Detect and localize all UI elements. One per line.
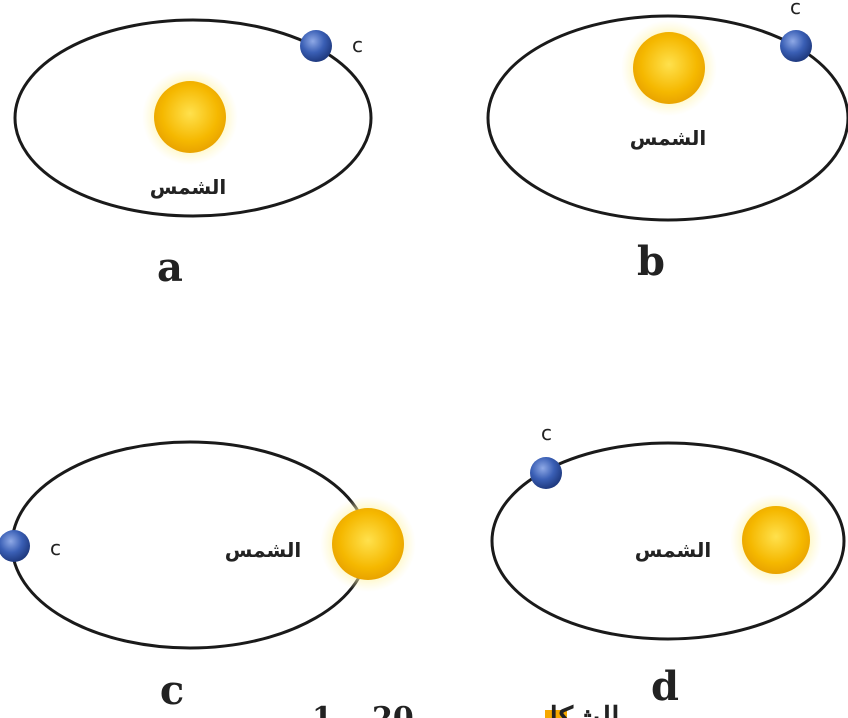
sun-label: الشمس: [635, 538, 711, 562]
planet-label: c: [352, 33, 363, 57]
panel-letter: d: [651, 663, 679, 710]
panel-c: الشمس c c: [0, 440, 416, 714]
panel-d: الشمس c d: [490, 421, 846, 710]
orbit-ellipse: [10, 440, 370, 650]
planet-label: c: [50, 536, 61, 560]
orbit-ellipse: [490, 441, 846, 641]
panel-letter: c: [160, 667, 184, 714]
panel-letter: a: [157, 244, 183, 291]
caption-suffix: 1-: [312, 701, 345, 718]
planet-c: [300, 30, 332, 62]
sun-label: الشمس: [225, 538, 301, 562]
orbit-ellipse: [486, 14, 848, 222]
sun: [142, 69, 238, 165]
sun: [621, 20, 717, 116]
sun-label: الشمس: [150, 175, 226, 199]
sun: [320, 496, 416, 592]
panel-b: الشمس c b: [486, 0, 848, 285]
planet-c: [0, 530, 30, 562]
orbit-ellipse: [13, 18, 373, 218]
panel-letter: b: [637, 238, 665, 285]
figure-caption: الشكل 20 1-: [312, 701, 620, 718]
planet-label: c: [790, 0, 801, 19]
planet-c: [530, 457, 562, 489]
planet-label: c: [541, 421, 552, 445]
sun: [730, 494, 822, 586]
caption-number: 20: [372, 701, 414, 718]
caption-label: الشكل: [536, 701, 620, 718]
planet-c: [780, 30, 812, 62]
sun-label: الشمس: [630, 126, 706, 150]
caption-marker-icon: [545, 710, 567, 718]
panel-a: الشمس c a: [13, 18, 373, 291]
